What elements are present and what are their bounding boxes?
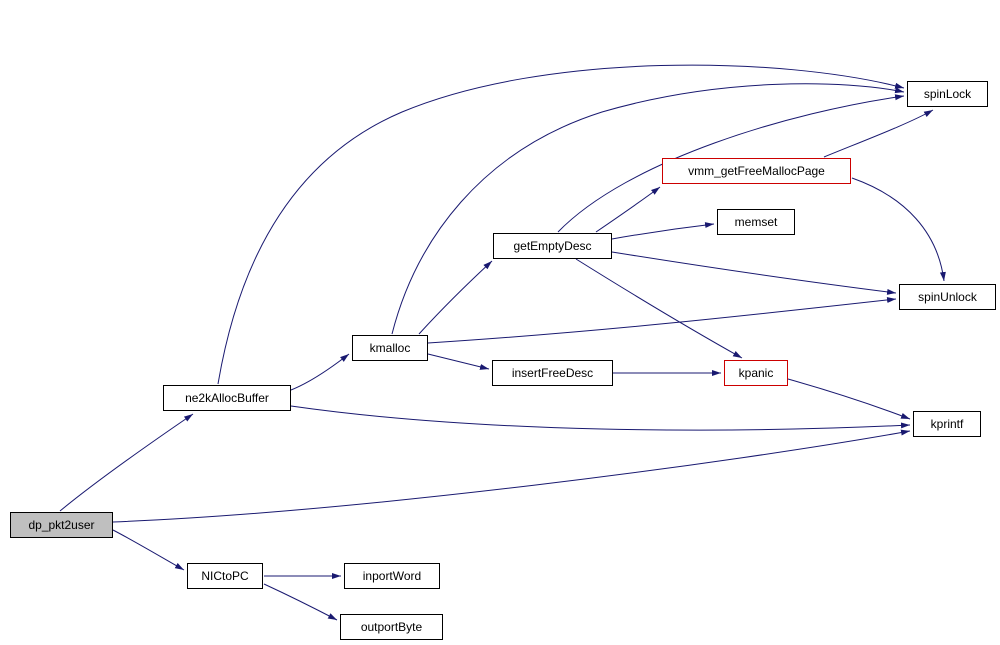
node-vmm_getFreeMallocPage[interactable]: vmm_getFreeMallocPage <box>662 158 851 184</box>
edge-ne2kAllocBuffer-to-kmalloc <box>290 353 350 391</box>
node-insertFreeDesc[interactable]: insertFreeDesc <box>492 360 613 386</box>
edge-ne2kAllocBuffer-to-kprintf <box>290 405 911 431</box>
edge-dp_pkt2user-to-ne2kAllocBuffer <box>59 413 194 512</box>
edge-dp_pkt2user-to-NICtoPC <box>112 529 185 571</box>
node-ne2kAllocBuffer[interactable]: ne2kAllocBuffer <box>163 385 291 411</box>
edge-ne2kAllocBuffer-to-spinLock <box>217 64 905 385</box>
node-NICtoPC[interactable]: NICtoPC <box>187 563 263 589</box>
edge-getEmptyDesc-to-spinLock <box>557 94 905 233</box>
node-outportByte[interactable]: outportByte <box>340 614 443 640</box>
edge-kmalloc-to-getEmptyDesc <box>418 260 493 335</box>
node-kprintf[interactable]: kprintf <box>913 411 981 437</box>
edge-getEmptyDesc-to-memset <box>611 222 715 240</box>
node-kpanic[interactable]: kpanic <box>724 360 788 386</box>
edge-getEmptyDesc-to-spinUnlock <box>611 251 897 295</box>
edge-NICtoPC-to-outportByte <box>263 583 338 621</box>
node-inportWord[interactable]: inportWord <box>344 563 440 589</box>
edge-getEmptyDesc-to-kpanic <box>575 258 743 359</box>
node-spinUnlock[interactable]: spinUnlock <box>899 284 996 310</box>
edge-vmm_getFreeMallocPage-to-spinLock <box>823 109 934 158</box>
edge-kpanic-to-kprintf <box>787 378 911 420</box>
node-memset[interactable]: memset <box>717 209 795 235</box>
node-spinLock[interactable]: spinLock <box>907 81 988 107</box>
edge-kmalloc-to-spinLock <box>391 83 905 335</box>
node-getEmptyDesc[interactable]: getEmptyDesc <box>493 233 612 259</box>
node-kmalloc[interactable]: kmalloc <box>352 335 428 361</box>
edge-getEmptyDesc-to-vmm_getFreeMallocPage <box>595 186 661 233</box>
node-dp_pkt2user: dp_pkt2user <box>10 512 113 538</box>
edge-kmalloc-to-spinUnlock <box>427 297 897 344</box>
edge-kmalloc-to-insertFreeDesc <box>427 353 490 370</box>
edge-dp_pkt2user-to-kprintf <box>112 429 911 523</box>
edge-vmm_getFreeMallocPage-to-spinUnlock <box>851 177 946 282</box>
